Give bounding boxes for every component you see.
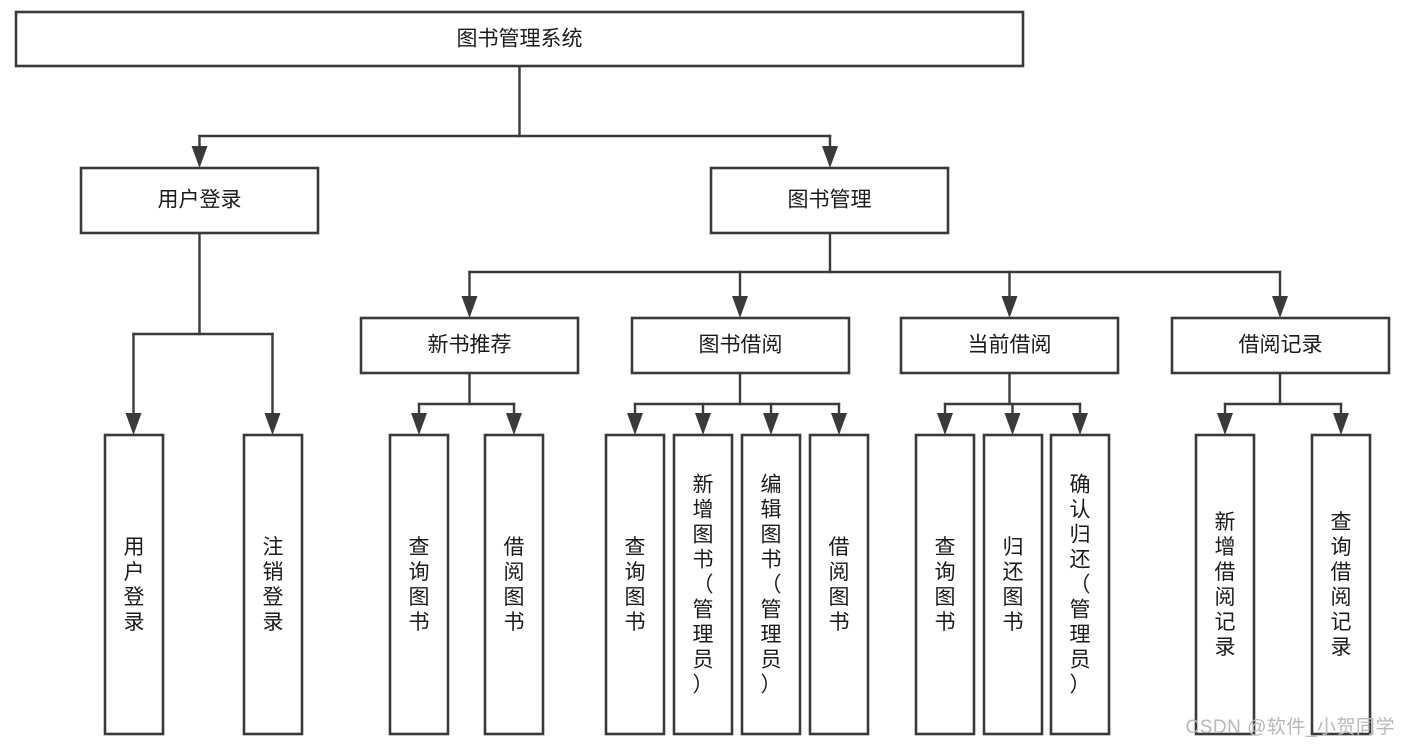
node-leaf-user-login-box[interactable]	[103, 433, 165, 736]
arrow-icon-recommend-c1	[411, 413, 427, 435]
node-leaf-borrow-book-1-box[interactable]	[483, 433, 545, 736]
node-root-box[interactable]	[14, 10, 1025, 68]
arrow-icon-user-login-c2	[264, 413, 281, 435]
node-book-borrow-label: 图书借阅	[699, 334, 783, 357]
node-root-label: 图书管理系统	[457, 28, 583, 51]
node-book-manage-box[interactable]	[709, 166, 950, 235]
node-borrow-record-box[interactable]	[1170, 316, 1391, 375]
node-leaf-query-book-2-box[interactable]	[604, 433, 666, 736]
node-root[interactable]: 图书管理系统	[14, 10, 1025, 68]
node-leaf-confirm-return-label: 确认归还（管理员）	[1070, 474, 1091, 697]
arrow-icon-current-c1	[937, 413, 953, 435]
connector-group-new-book-recommend	[411, 371, 522, 435]
node-leaf-borrow-book-2-label: 借阅图书	[829, 536, 850, 634]
node-borrow-record[interactable]: 借阅记录	[1170, 316, 1391, 375]
node-leaf-query-record[interactable]: 查询借阅记录	[1310, 433, 1372, 736]
connector-group-book-borrow	[627, 371, 847, 435]
node-leaf-confirm-return-box[interactable]	[1049, 433, 1111, 736]
node-user-login-box[interactable]	[79, 166, 320, 235]
node-leaf-query-record-label: 查询借阅记录	[1331, 511, 1352, 659]
node-leaf-borrow-book-2[interactable]: 借阅图书	[808, 433, 870, 736]
node-leaf-borrow-book-1-label: 借阅图书	[504, 536, 525, 634]
node-leaf-query-book-2[interactable]: 查询图书	[604, 433, 666, 736]
arrow-icon-bm-current	[1001, 296, 1018, 318]
arrow-icon-record-c1	[1217, 413, 1233, 435]
arrow-icon-borrow-c2	[695, 413, 711, 435]
node-leaf-logout[interactable]: 注销登录	[242, 433, 304, 736]
connector-group-current-borrow	[937, 371, 1088, 435]
arrow-icon-user-login-c1	[125, 413, 142, 435]
node-new-book-recommend[interactable]: 新书推荐	[359, 316, 580, 375]
connector-group-user-login	[125, 231, 281, 435]
node-current-borrow[interactable]: 当前借阅	[899, 316, 1120, 375]
arrow-icon-borrow-c1	[627, 413, 643, 435]
arrow-icon-root-book-manage	[822, 146, 838, 168]
node-leaf-edit-book[interactable]: 编辑图书（管理员）	[740, 433, 802, 736]
node-leaf-return-book-box[interactable]	[982, 433, 1044, 736]
node-book-manage[interactable]: 图书管理	[709, 166, 950, 235]
node-new-book-recommend-label: 新书推荐	[428, 334, 512, 357]
node-leaf-user-login-label: 用户登录	[124, 536, 145, 634]
node-new-book-recommend-box[interactable]	[359, 316, 580, 375]
node-book-borrow-box[interactable]	[630, 316, 851, 375]
node-leaf-return-book-label: 归还图书	[1003, 536, 1024, 634]
node-leaf-return-book[interactable]: 归还图书	[982, 433, 1044, 736]
node-current-borrow-label: 当前借阅	[968, 334, 1052, 357]
node-user-login-label: 用户登录	[158, 189, 242, 212]
node-leaf-logout-label: 注销登录	[263, 536, 284, 634]
arrow-icon-borrow-c3	[763, 413, 779, 435]
node-current-borrow-box[interactable]	[899, 316, 1120, 375]
node-leaf-add-book[interactable]: 新增图书（管理员）	[672, 433, 734, 736]
node-leaf-add-record-box[interactable]	[1194, 433, 1256, 736]
arrow-icon-recommend-c2	[506, 413, 522, 435]
node-leaf-edit-book-box[interactable]	[740, 433, 802, 736]
node-book-borrow[interactable]: 图书借阅	[630, 316, 851, 375]
node-leaf-query-book-3[interactable]: 查询图书	[914, 433, 976, 736]
arrow-icon-record-c2	[1333, 413, 1349, 435]
node-leaf-user-login[interactable]: 用户登录	[103, 433, 165, 736]
arrow-icon-bm-borrow	[732, 296, 748, 318]
connector-group-book-manage	[461, 231, 1288, 318]
node-leaf-add-book-label: 新增图书（管理员）	[693, 474, 714, 697]
node-leaf-confirm-return[interactable]: 确认归还（管理员）	[1049, 433, 1111, 736]
connector-group-root	[191, 64, 838, 168]
connector-group-borrow-record	[1217, 371, 1349, 435]
arrow-icon-root-user-login	[191, 146, 208, 168]
node-user-login[interactable]: 用户登录	[79, 166, 320, 235]
node-leaf-add-record[interactable]: 新增借阅记录	[1194, 433, 1256, 736]
node-book-manage-label: 图书管理	[788, 189, 872, 212]
node-leaf-query-book-1-box[interactable]	[388, 433, 450, 736]
arrow-icon-bm-recommend	[461, 296, 478, 318]
arrow-icon-current-c2	[1004, 413, 1021, 435]
arrow-icon-bm-record	[1272, 296, 1288, 318]
arrow-icon-borrow-c4	[831, 413, 847, 435]
node-leaf-query-book-3-box[interactable]	[914, 433, 976, 736]
node-leaf-query-book-2-label: 查询图书	[625, 536, 646, 634]
node-leaf-query-book-1[interactable]: 查询图书	[388, 433, 450, 736]
node-leaf-query-record-box[interactable]	[1310, 433, 1372, 736]
node-leaf-logout-box[interactable]	[242, 433, 304, 736]
node-leaf-add-book-box[interactable]	[672, 433, 734, 736]
node-borrow-record-label: 借阅记录	[1239, 334, 1323, 357]
node-leaf-edit-book-label: 编辑图书（管理员）	[761, 474, 782, 697]
node-leaf-query-book-1-label: 查询图书	[409, 536, 430, 634]
node-leaf-query-book-3-label: 查询图书	[935, 536, 956, 634]
node-leaf-borrow-book-1[interactable]: 借阅图书	[483, 433, 545, 736]
node-leaf-borrow-book-2-box[interactable]	[808, 433, 870, 736]
arrow-icon-current-c3	[1072, 413, 1088, 435]
node-leaf-add-record-label: 新增借阅记录	[1215, 511, 1236, 659]
